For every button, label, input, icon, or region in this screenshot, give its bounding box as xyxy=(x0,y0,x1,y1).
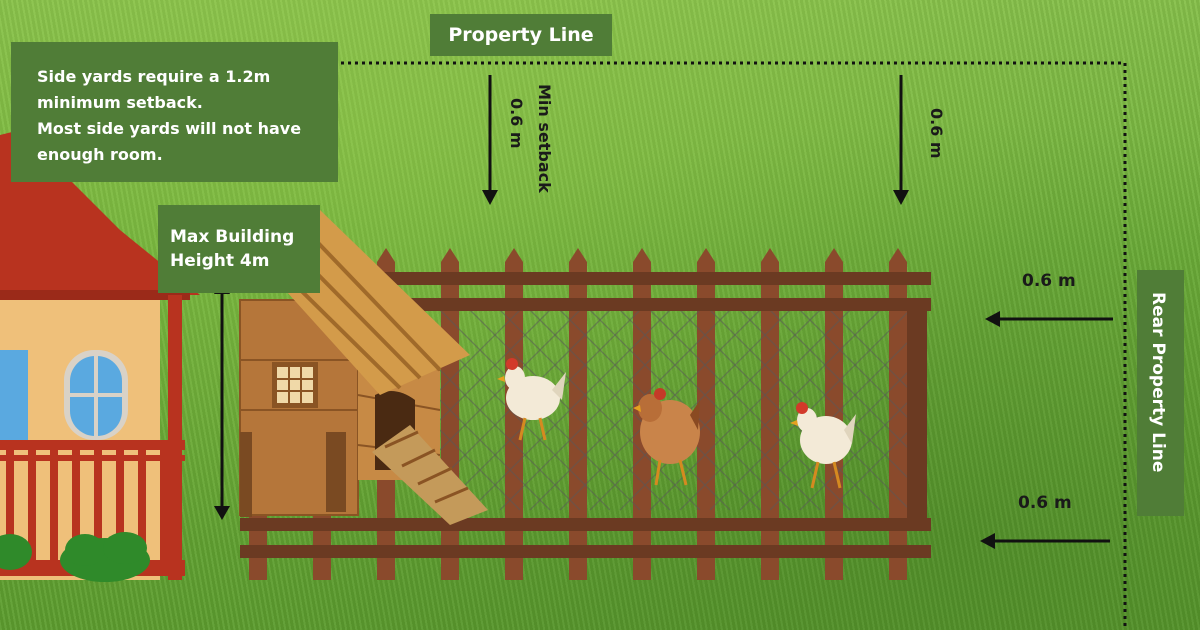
chicken-white-right xyxy=(790,402,856,489)
property-line-text: Property Line xyxy=(448,24,594,46)
max-height-label: Max Building Height 4m xyxy=(158,205,320,293)
setback-arrow-rear-bottom xyxy=(980,533,1110,549)
setback-rear-bottom-text: 0.6 m xyxy=(1018,493,1072,513)
coop-window xyxy=(272,362,318,408)
height-arrow xyxy=(214,280,230,520)
setback-front-right-text: 0.6 m xyxy=(927,108,946,159)
setback-arrow-front-left xyxy=(482,75,498,205)
coop-ramp xyxy=(372,425,488,525)
side-yard-note-line-1: Side yards require a 1.2m xyxy=(37,67,271,86)
max-height-line-1: Max Building xyxy=(170,227,295,247)
side-yard-note-line-4: enough room. xyxy=(37,145,163,164)
bush xyxy=(0,532,150,582)
max-height-line-2: Height 4m xyxy=(170,251,270,271)
house-window xyxy=(64,350,128,440)
property-line-label: Property Line xyxy=(430,14,612,56)
side-yard-note-line-2: minimum setback. xyxy=(37,93,203,112)
min-setback-text: Min setback xyxy=(535,84,554,193)
house xyxy=(0,130,200,582)
setback-arrow-front-right xyxy=(893,75,909,205)
rear-property-line-label: Rear Property Line xyxy=(1137,270,1184,516)
side-yard-note: Side yards require a 1.2m minimum setbac… xyxy=(11,42,338,182)
side-yard-note-line-3: Most side yards will not have xyxy=(37,119,302,138)
setback-front-left-text: 0.6 m xyxy=(507,98,526,149)
chicken-brown xyxy=(633,388,700,486)
chicken-white-left xyxy=(497,358,566,441)
setback-rear-top-text: 0.6 m xyxy=(1022,271,1076,291)
rear-property-line-text: Rear Property Line xyxy=(1148,292,1168,473)
setback-arrow-rear-top xyxy=(985,311,1113,327)
